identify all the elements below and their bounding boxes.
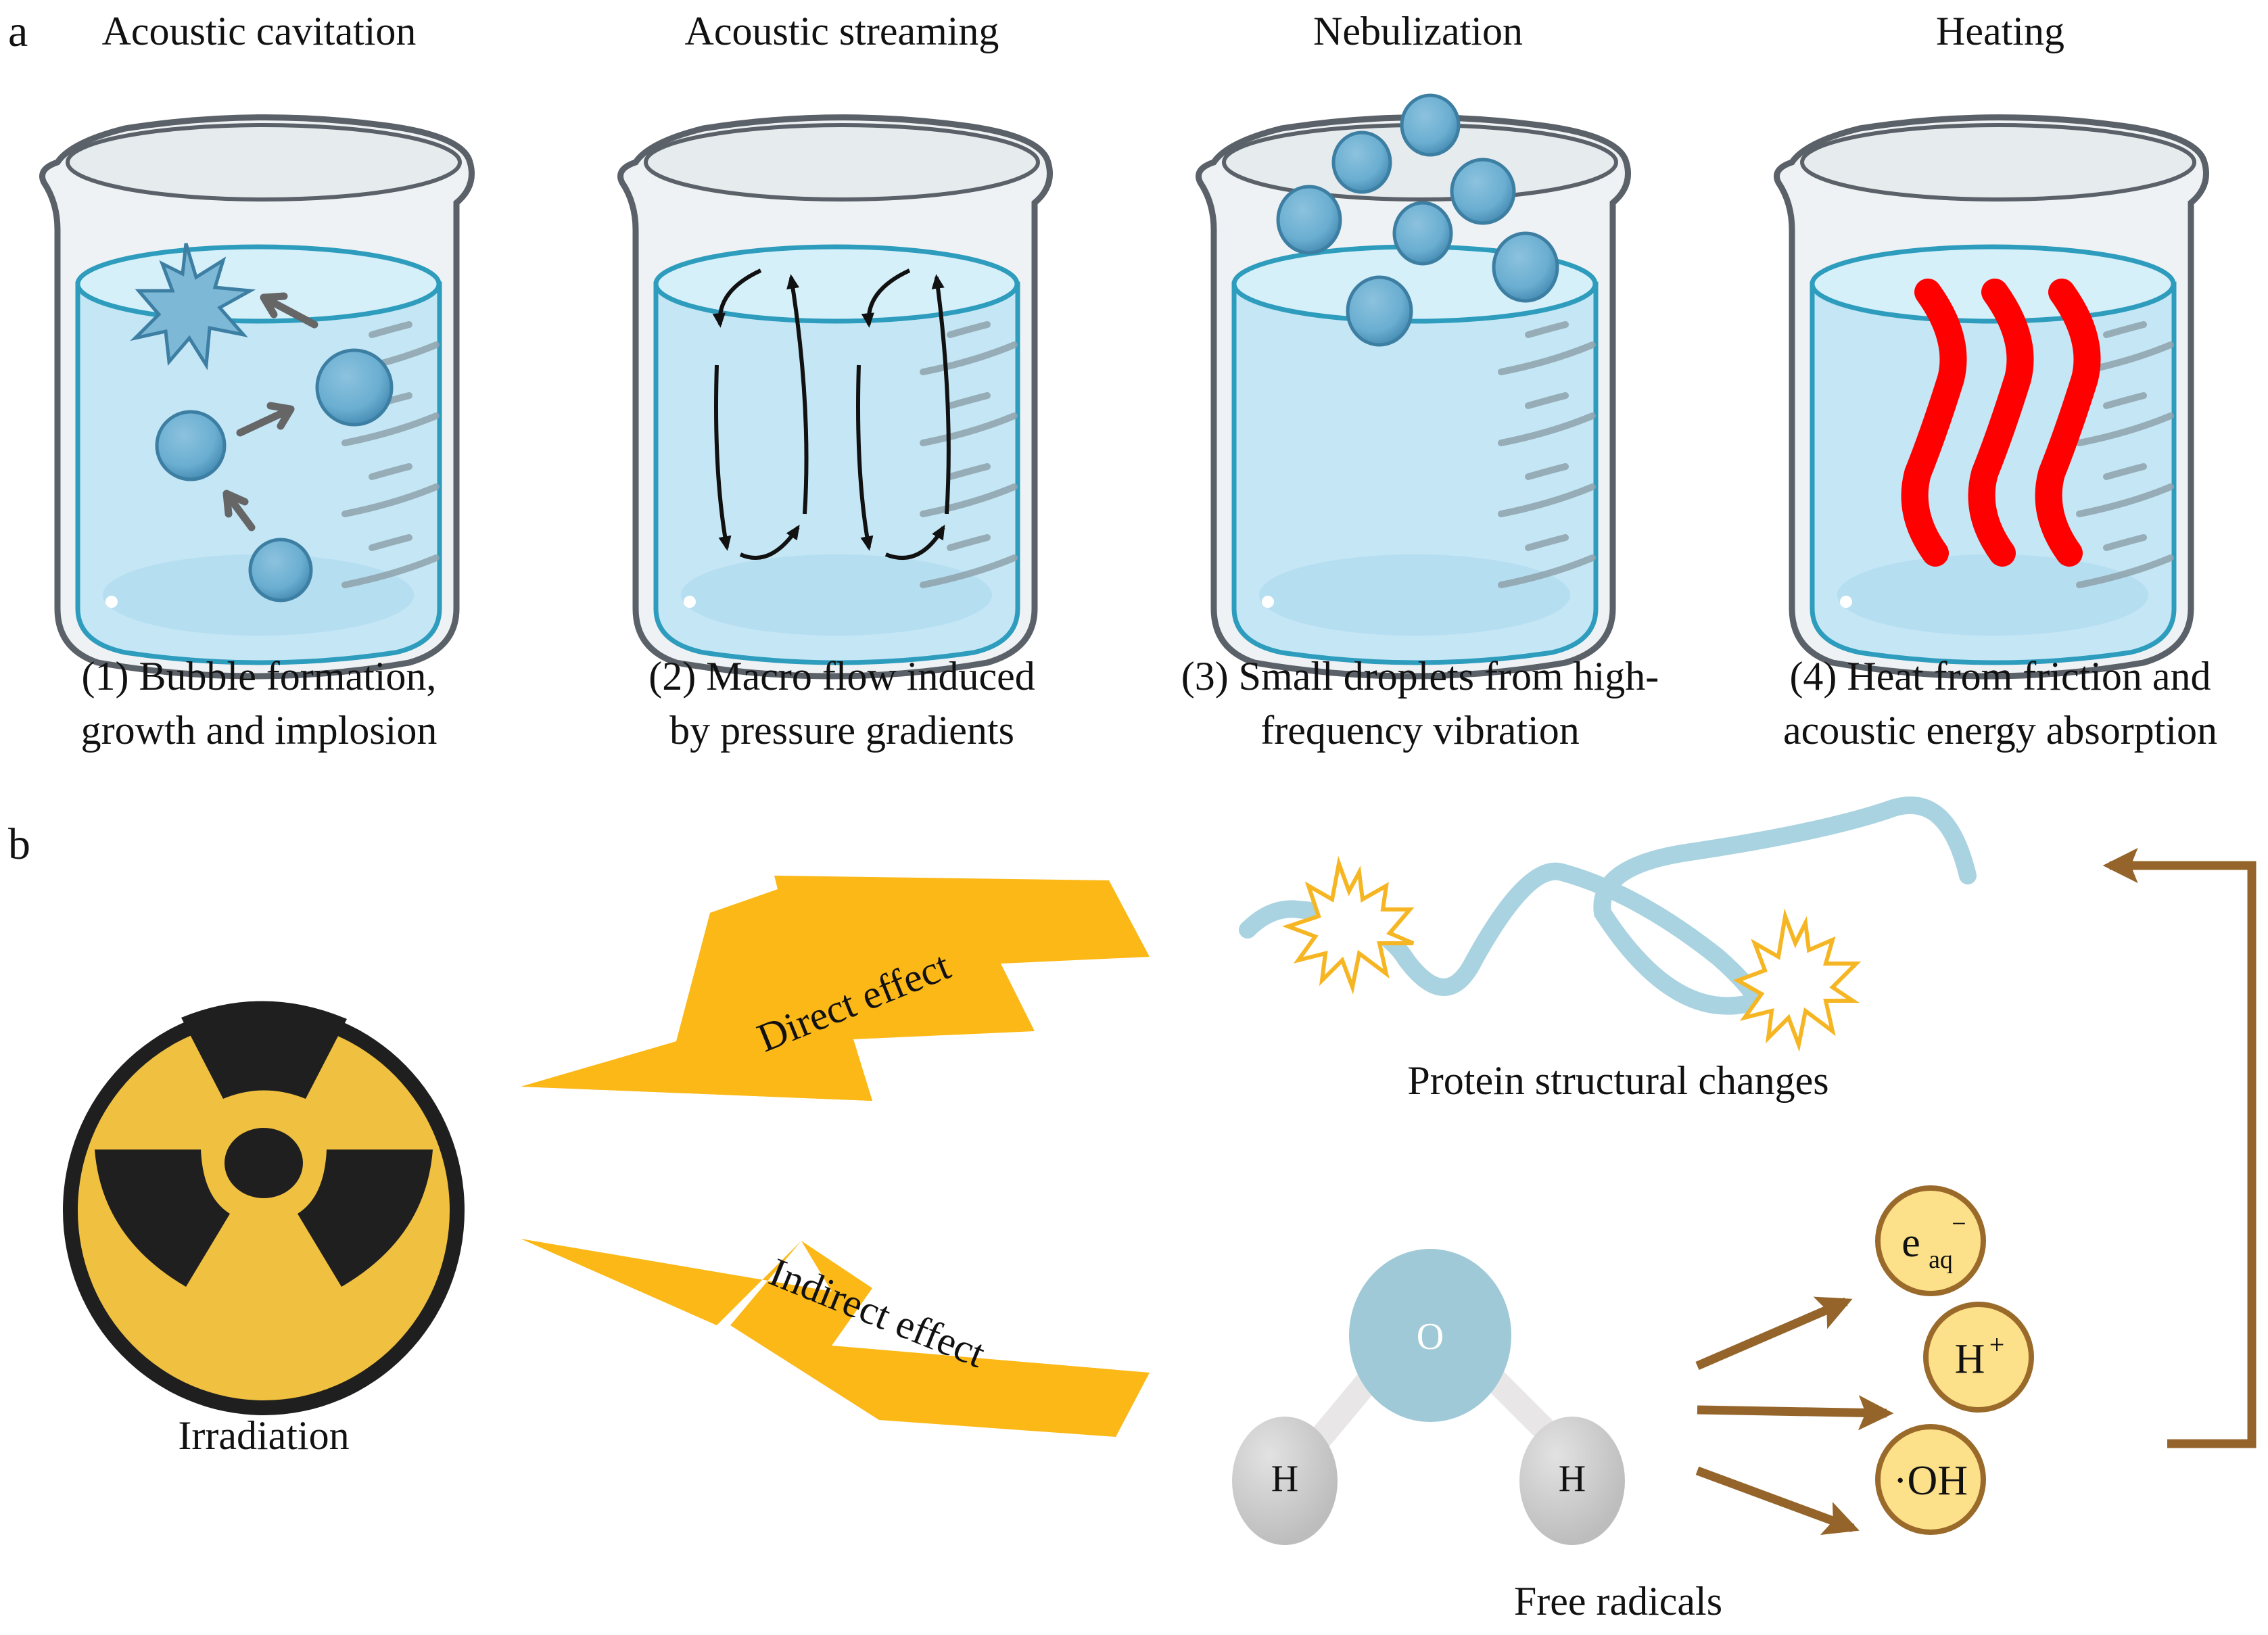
beaker-cavitation: Acoustic cavitation (1) Bubble formation…: [43, 9, 472, 753]
radical-proton: H +: [1923, 1302, 2034, 1413]
beaker-caption-line2: acoustic energy absorption: [1783, 708, 2217, 753]
beaker-title: Acoustic streaming: [685, 9, 999, 53]
beaker-title: Heating: [1936, 9, 2064, 53]
direct-effect-bolt-icon: [521, 876, 1150, 1101]
panel-b-label: b: [8, 820, 30, 869]
radical-hydroxyl: ·OH: [1875, 1424, 1986, 1535]
protein-chain-icon: [1239, 796, 1977, 1052]
radical-subscript: aq: [1929, 1246, 1953, 1274]
beaker-caption-line1: (4) Heat from friction and: [1789, 654, 2211, 698]
water-molecule-icon: O H H: [1232, 1249, 1625, 1545]
beaker-streaming: Acoustic streaming (2) Macro flow induce…: [621, 9, 1050, 753]
beaker-caption-line1: (2) Macro flow induced: [648, 654, 1035, 698]
beaker-icon: [43, 118, 472, 676]
radical-base: ·OH: [1893, 1458, 1968, 1504]
free-radicals-label: Free radicals: [1514, 1579, 1722, 1624]
arrow-icon: [1697, 1395, 1894, 1431]
heat-waves-icon: [1901, 279, 2101, 567]
beaker-caption-line1: (1) Bubble formation,: [82, 654, 437, 698]
beaker-icon: [1777, 118, 2206, 676]
arrow-icon: [1695, 1296, 1853, 1370]
indirect-effect-bolt-icon: [521, 1239, 1150, 1437]
beaker-icon: [621, 118, 1050, 676]
beaker-caption-line2: growth and implosion: [81, 708, 438, 753]
beaker-nebulization: Nebulization (3) Small droplets from hig…: [1181, 9, 1659, 753]
hydrogen-atom-label: H: [1271, 1458, 1298, 1500]
radical-electron: e aq −: [1875, 1185, 1986, 1296]
arrow-icon: [1695, 1466, 1860, 1535]
hydrogen-atom-label: H: [1559, 1458, 1586, 1500]
radical-base: H: [1955, 1336, 1985, 1382]
radical-superscript: +: [1989, 1329, 2005, 1360]
beaker-icon: [1199, 118, 1628, 676]
protein-structural-changes-label: Protein structural changes: [1407, 1058, 1828, 1103]
radical-arrows: [1695, 1296, 1894, 1535]
irradiation-label: Irradiation: [178, 1413, 349, 1458]
radical-base: e: [1901, 1220, 1920, 1266]
beaker-title: Acoustic cavitation: [102, 9, 417, 53]
oxygen-atom-label: O: [1417, 1316, 1444, 1358]
streaming-arrows-icon: [712, 268, 951, 560]
beaker-caption-line2: frequency vibration: [1260, 708, 1579, 753]
spark-icon: [1732, 908, 1862, 1052]
feedback-arrow-icon: [2102, 848, 2257, 1448]
droplets-icon: [1276, 93, 1559, 347]
panel-a-label: a: [8, 7, 28, 56]
spark-icon: [1282, 855, 1415, 995]
radiation-icon: [63, 1001, 465, 1415]
radical-superscript: −: [1952, 1210, 1966, 1238]
cavitation-bubbles-icon: [130, 243, 394, 602]
beaker-heating: Heating (4) Heat from friction and acous…: [1777, 9, 2217, 753]
beaker-title: Nebulization: [1313, 9, 1523, 53]
beaker-caption-line1: (3) Small droplets from high-: [1181, 654, 1659, 698]
beaker-caption-line2: by pressure gradients: [669, 708, 1014, 753]
